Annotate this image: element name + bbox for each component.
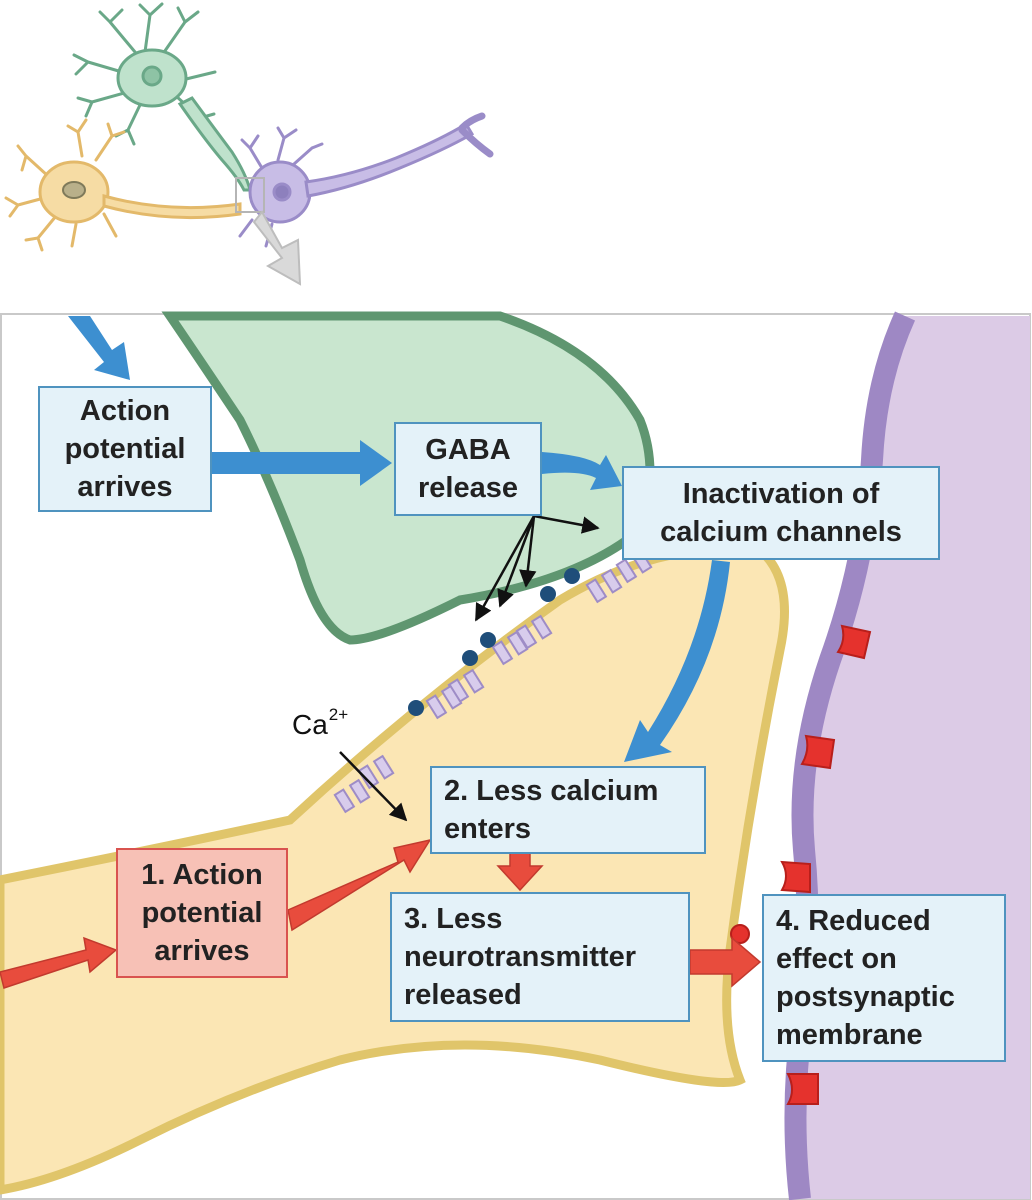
step2-text: 2. Less calcium enters — [444, 775, 659, 845]
overview-yellow-neuron — [4, 118, 242, 252]
zoom-arrow — [252, 210, 302, 286]
overview-purple-neuron — [238, 112, 494, 248]
calcium-charge: 2+ — [328, 705, 349, 724]
calcium-ion-label: Ca2+ — [292, 705, 348, 741]
step4-box: 4. Reduced effect on postsynaptic membra… — [762, 894, 1006, 1062]
step3-box: 3. Less neurotransmitter released — [390, 892, 690, 1022]
step1-text: 1. Action potential arrives — [141, 859, 263, 967]
action-potential-arrives-text: Action potential arrives — [64, 395, 186, 503]
magnification-box — [235, 177, 265, 213]
gaba-release-text: GABA release — [418, 434, 518, 504]
black-arrows — [339, 514, 600, 822]
calcium-ion-symbol: Ca — [292, 709, 328, 740]
inactivation-text: Inactivation of calcium channels — [660, 478, 902, 548]
postsynaptic-receptors — [780, 624, 872, 1105]
calcium-channels — [333, 548, 653, 814]
step3-text: 3. Less neurotransmitter released — [404, 903, 637, 1011]
blue-arrows — [68, 316, 730, 762]
neurotransmitter-molecule — [730, 924, 750, 944]
overview-neurons — [4, 2, 494, 286]
gaba-molecules — [408, 568, 580, 716]
step1-box: 1. Action potential arrives — [116, 848, 288, 978]
presynaptic-terminal — [0, 544, 789, 1195]
inactivation-box: Inactivation of calcium channels — [622, 466, 940, 560]
gaba-release-box: GABA release — [394, 422, 542, 516]
step2-box: 2. Less calcium enters — [430, 766, 706, 854]
step4-text: 4. Reduced effect on postsynaptic membra… — [776, 905, 955, 1051]
red-arrows — [0, 838, 762, 989]
overview-green-neuron — [72, 2, 252, 192]
action-potential-arrives-box: Action potential arrives — [38, 386, 212, 512]
